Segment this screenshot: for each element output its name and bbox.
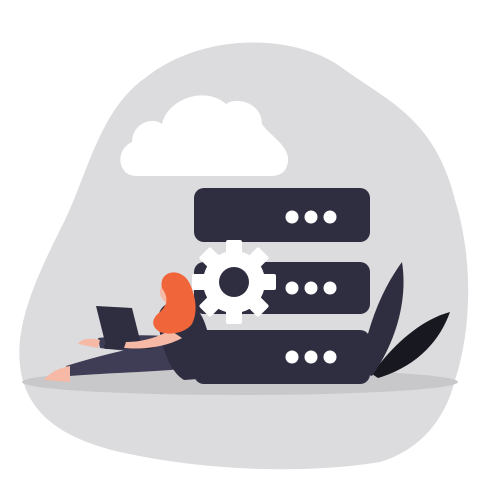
arm [124, 330, 182, 349]
server-icon [194, 330, 370, 384]
gear-icon [192, 240, 276, 324]
leaf-icon [360, 262, 450, 378]
foot [44, 366, 70, 382]
hair [153, 272, 196, 334]
server-icon [194, 188, 370, 242]
person-figure [44, 272, 212, 382]
cloud-icon [120, 95, 289, 176]
